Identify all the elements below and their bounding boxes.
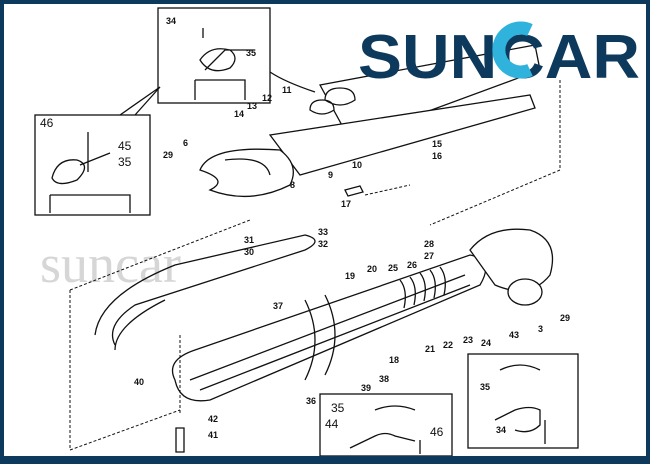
bolt-17 — [344, 185, 364, 197]
callout: 42 — [208, 414, 218, 424]
callout: 38 — [379, 374, 389, 384]
callout: 46 — [40, 116, 54, 130]
callout: 41 — [208, 430, 218, 440]
inset-pointer — [269, 71, 316, 93]
callout: 16 — [432, 151, 442, 161]
callout: 45 — [118, 139, 132, 153]
callout: 25 — [388, 263, 398, 273]
callout: 19 — [345, 271, 355, 281]
callout: 35 — [246, 48, 256, 58]
callout: 37 — [273, 301, 283, 311]
dashed-outline — [69, 219, 251, 451]
callout: 23 — [463, 335, 473, 345]
callout: 31 — [244, 235, 254, 245]
callout: 32 — [318, 239, 328, 249]
clamp-block — [309, 87, 356, 115]
callout: 43 — [509, 330, 519, 340]
callout: 17 — [341, 199, 351, 209]
callout: 20 — [367, 264, 377, 274]
rod-eye-inner — [224, 158, 271, 176]
callout: 11 — [282, 85, 292, 95]
piston-rings — [399, 266, 446, 309]
callout: 28 — [424, 239, 434, 249]
detail-inset-right — [467, 353, 579, 449]
detail-inset-bottom — [319, 393, 453, 456]
callout: 14 — [234, 109, 244, 119]
head-bore — [507, 278, 543, 306]
valve-block-drawing — [194, 28, 255, 100]
callout: 10 — [352, 160, 362, 170]
detail-inset-top — [157, 7, 271, 104]
valve-right-drawing — [494, 364, 546, 444]
callout: 27 — [424, 251, 434, 261]
callout: 6 — [183, 138, 188, 148]
callout: 29 — [163, 150, 173, 160]
detail-inset-left — [34, 114, 151, 216]
valve-pipe-drawing — [49, 132, 131, 213]
callout: 44 — [325, 417, 339, 431]
callout: 18 — [389, 355, 399, 365]
callout: 30 — [244, 247, 254, 257]
callout: 13 — [247, 101, 257, 111]
callout: 46 — [430, 425, 444, 439]
rod-eye — [199, 148, 294, 198]
callout: 33 — [318, 227, 328, 237]
callout: 35 — [480, 382, 490, 392]
parts-diagram: suncar 34 35 46 45 35 11 12 13 14 6 29 8 — [34, 7, 640, 456]
callouts-bottom: 33 32 31 30 28 27 26 25 20 19 37 29 3 43… — [134, 227, 570, 440]
callout: 39 — [361, 383, 371, 393]
leader-dash — [364, 80, 561, 226]
cylinder-barrel — [171, 254, 487, 402]
valve-port-drawing — [349, 405, 421, 454]
callouts-top: 34 35 46 45 35 11 12 13 14 6 29 8 9 10 1… — [40, 16, 442, 209]
hydraulic-tube-loops — [94, 234, 316, 351]
inset-pointer — [119, 86, 161, 116]
callout: 24 — [481, 338, 491, 348]
callout: 15 — [432, 139, 442, 149]
callout: 8 — [290, 180, 295, 190]
callout: 29 — [560, 313, 570, 323]
callout: 12 — [262, 93, 272, 103]
callout: 26 — [407, 260, 417, 270]
callout: 36 — [306, 396, 316, 406]
logo-c-accent — [492, 21, 533, 79]
bolt-41 — [175, 427, 185, 453]
callout: 21 — [425, 344, 435, 354]
parts-diagram-canvas: suncar 34 35 46 45 35 11 12 13 14 6 29 8 — [4, 4, 646, 456]
callout: 22 — [443, 340, 453, 350]
callout: 3 — [538, 324, 543, 334]
cylinder-rod — [319, 44, 541, 141]
callout: 35 — [331, 401, 345, 415]
callout: 40 — [134, 377, 144, 387]
suncar-logo: SUNCAR — [358, 21, 640, 92]
pipe-clamp — [304, 294, 336, 381]
callout: 9 — [328, 170, 333, 180]
callout: 34 — [496, 425, 506, 435]
callout: 35 — [118, 155, 132, 169]
callout: 34 — [166, 16, 176, 26]
watermark: suncar — [40, 234, 181, 294]
